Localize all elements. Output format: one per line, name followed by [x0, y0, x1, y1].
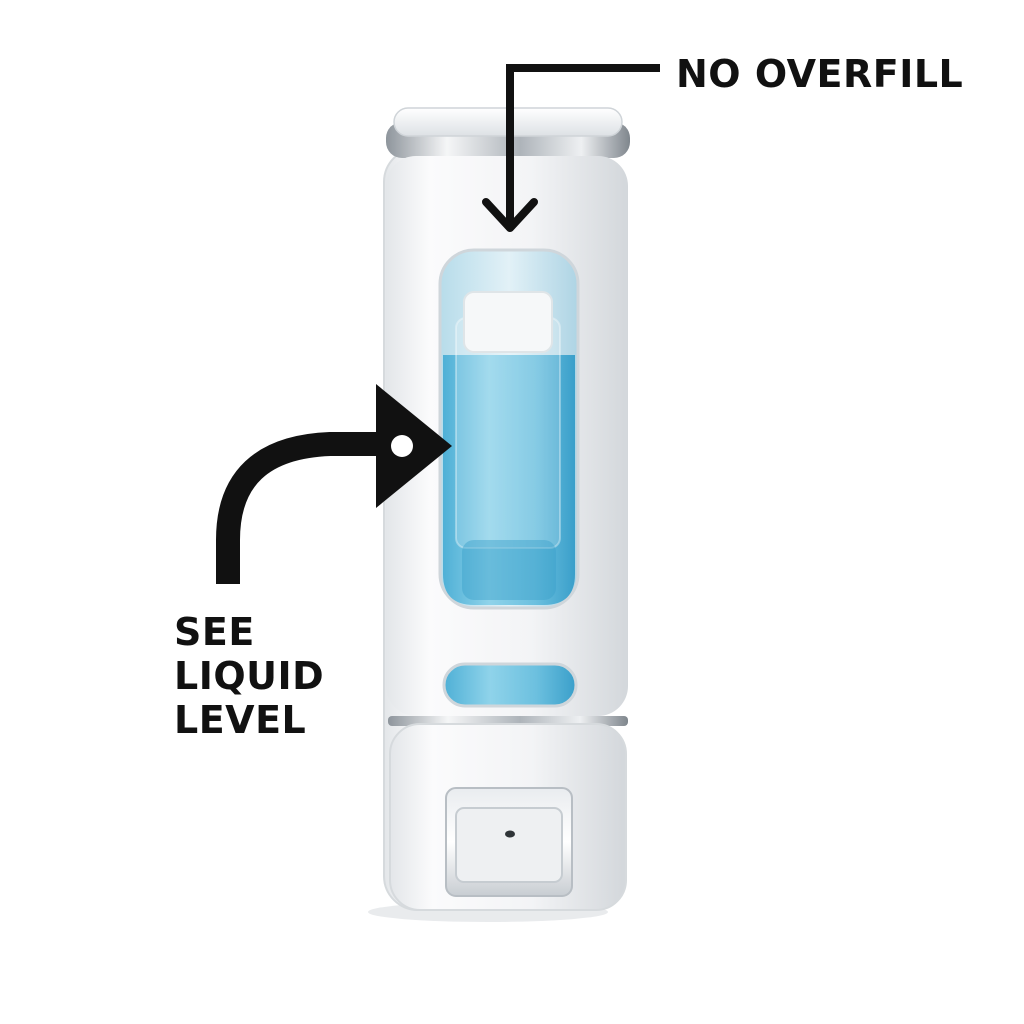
see-liquid-level-line-1: SEE: [174, 610, 255, 654]
push-button: [455, 807, 563, 883]
see-liquid-level-line-3: LEVEL: [174, 698, 307, 742]
inner-bottle-cap: [463, 291, 553, 353]
see-liquid-level-label: SEE LIQUID LEVEL: [174, 610, 324, 742]
liquid-level: [443, 355, 575, 605]
curved-arrow-right-icon: [216, 384, 452, 584]
see-liquid-level-line-2: LIQUID: [174, 654, 325, 698]
arrow-down-icon: [482, 64, 660, 232]
inner-bottle-base: [462, 540, 556, 600]
lower-window: [442, 662, 578, 708]
nozzle-hole: [505, 830, 515, 838]
no-overfill-label: NO OVERFILL: [676, 52, 964, 96]
